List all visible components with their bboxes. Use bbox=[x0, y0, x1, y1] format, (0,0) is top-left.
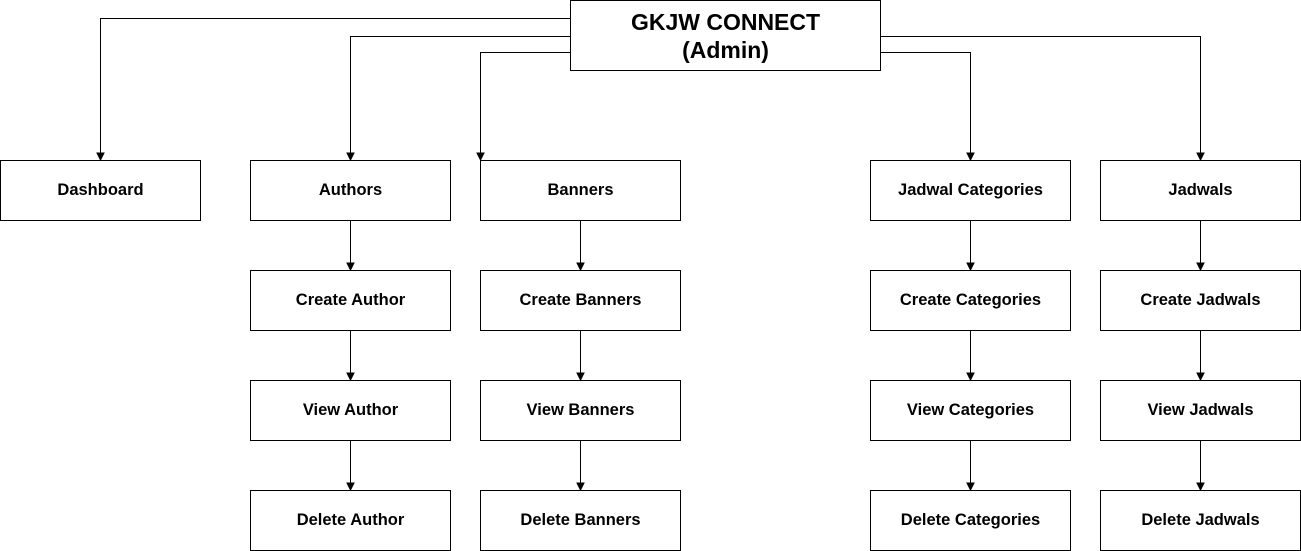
node-create-categories: Create Categories bbox=[870, 270, 1071, 331]
node-jadwals: Jadwals bbox=[1100, 160, 1301, 221]
arrow-head-banners-step-3 bbox=[576, 482, 585, 492]
root-title: GKJW CONNECT bbox=[630, 8, 821, 35]
node-label: Jadwals bbox=[1168, 181, 1233, 199]
arrow-head-authors-step-2 bbox=[346, 372, 355, 382]
node-banners: Banners bbox=[480, 160, 681, 221]
node-view-author: View Author bbox=[250, 380, 451, 441]
node-label: Create Categories bbox=[899, 291, 1042, 309]
node-label: Delete Author bbox=[296, 511, 405, 529]
node-view-categories: View Categories bbox=[870, 380, 1071, 441]
arrow-head-to-dashboard bbox=[96, 152, 105, 162]
root-node-gkjw-connect-admin: GKJW CONNECT (Admin) bbox=[570, 0, 881, 71]
arrow-head-to-authors bbox=[346, 152, 355, 162]
edge-root-to-jadwal-categories bbox=[880, 52, 971, 153]
node-label: View Jadwals bbox=[1147, 401, 1254, 419]
arrow-head-jadwal-categories-step-1 bbox=[966, 262, 975, 272]
node-label: Dashboard bbox=[57, 181, 144, 199]
arrow-head-jadwals-step-3 bbox=[1196, 482, 1205, 492]
node-authors: Authors bbox=[250, 160, 451, 221]
node-label: Banners bbox=[547, 181, 614, 199]
node-dashboard: Dashboard bbox=[0, 160, 201, 221]
node-label: Jadwal Categories bbox=[898, 181, 1043, 199]
arrow-head-jadwals-step-2 bbox=[1196, 372, 1205, 382]
node-label: View Author bbox=[302, 401, 399, 419]
edge-root-to-jadwals bbox=[880, 36, 1201, 153]
arrow-head-jadwal-categories-step-2 bbox=[966, 372, 975, 382]
node-delete-author: Delete Author bbox=[250, 490, 451, 551]
arrow-head-to-banners bbox=[476, 152, 485, 162]
node-label: Create Banners bbox=[519, 291, 642, 309]
arrow-head-banners-step-1 bbox=[576, 262, 585, 272]
edge-root-to-authors bbox=[350, 36, 571, 153]
node-label: Authors bbox=[318, 181, 383, 199]
node-jadwal-categories: Jadwal Categories bbox=[870, 160, 1071, 221]
arrow-head-authors-step-3 bbox=[346, 482, 355, 492]
node-delete-jadwals: Delete Jadwals bbox=[1100, 490, 1301, 551]
node-label: Create Jadwals bbox=[1140, 291, 1261, 309]
arrow-head-banners-step-2 bbox=[576, 372, 585, 382]
arrow-head-authors-step-1 bbox=[346, 262, 355, 272]
arrow-head-jadwal-categories-step-3 bbox=[966, 482, 975, 492]
node-label: View Categories bbox=[906, 401, 1035, 419]
root-subtitle: (Admin) bbox=[682, 36, 769, 63]
arrow-head-to-jadwals bbox=[1196, 152, 1205, 162]
node-create-author: Create Author bbox=[250, 270, 451, 331]
node-label: Create Author bbox=[295, 291, 406, 309]
arrow-head-jadwals-step-1 bbox=[1196, 262, 1205, 272]
edge-root-to-banners bbox=[480, 52, 571, 153]
node-label: View Banners bbox=[526, 401, 635, 419]
node-view-jadwals: View Jadwals bbox=[1100, 380, 1301, 441]
node-label: Delete Categories bbox=[900, 511, 1041, 529]
node-view-banners: View Banners bbox=[480, 380, 681, 441]
node-delete-banners: Delete Banners bbox=[480, 490, 681, 551]
edge-root-to-dashboard bbox=[100, 18, 571, 153]
node-label: Delete Banners bbox=[520, 511, 641, 529]
node-delete-categories: Delete Categories bbox=[870, 490, 1071, 551]
node-create-banners: Create Banners bbox=[480, 270, 681, 331]
arrow-head-to-jadwal-categories bbox=[966, 152, 975, 162]
node-label: Delete Jadwals bbox=[1141, 511, 1260, 529]
node-create-jadwals: Create Jadwals bbox=[1100, 270, 1301, 331]
